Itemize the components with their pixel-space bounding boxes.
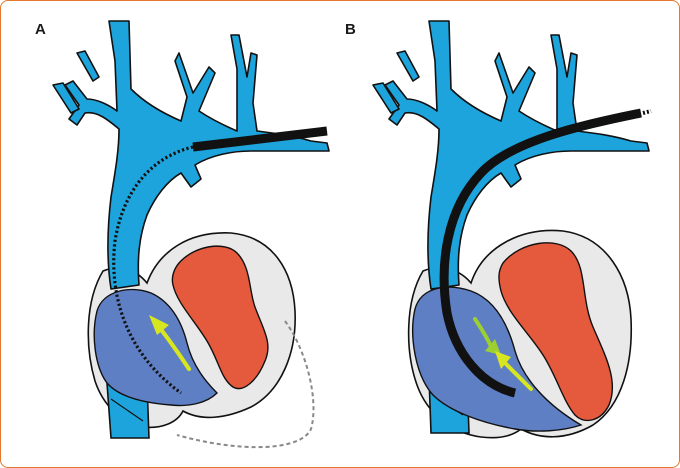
- panel-b: B: [331, 1, 661, 468]
- catheter-tip-dotted: [643, 111, 651, 113]
- panel-a-label: A: [35, 21, 46, 38]
- panel-b-label: B: [345, 21, 356, 38]
- panel-a: A: [11, 1, 341, 468]
- panel-a-illustration: [11, 1, 341, 468]
- panel-b-illustration: [331, 1, 661, 468]
